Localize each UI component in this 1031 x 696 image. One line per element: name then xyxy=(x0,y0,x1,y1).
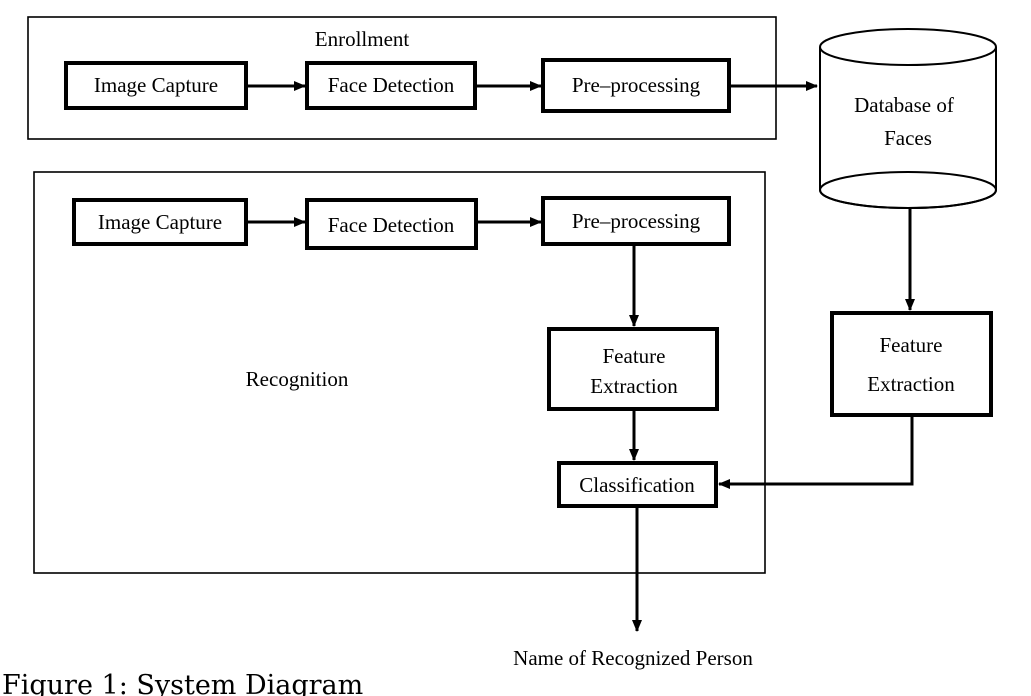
enroll-image-capture-box xyxy=(64,61,248,110)
database-label-line2: Faces xyxy=(884,126,932,150)
recog-face-detection-label: Face Detection xyxy=(328,213,455,237)
figure-caption: Figure 1: System Diagram xyxy=(2,670,363,696)
recog-image-capture-box xyxy=(72,198,248,246)
database-label-line1: Database of xyxy=(854,93,954,117)
recognition-title: Recognition xyxy=(246,367,349,391)
enrollment-title: Enrollment xyxy=(315,27,410,51)
enroll-face-detection-label: Face Detection xyxy=(328,73,455,97)
db-feature-extraction-line2: Extraction xyxy=(867,372,955,396)
enroll-preprocessing-label: Pre–processing xyxy=(572,73,701,97)
enroll-image-capture-label: Image Capture xyxy=(94,73,218,97)
recog-face-detection-box xyxy=(305,198,478,250)
recog-feature-extraction-line1: Feature xyxy=(603,344,666,368)
db-feature-extraction-line1: Feature xyxy=(880,333,943,357)
arrow-db-feature-classification xyxy=(718,415,914,489)
recog-image-capture-label: Image Capture xyxy=(98,210,222,234)
database-cylinder xyxy=(819,28,997,209)
db-feature-extraction-box xyxy=(830,311,993,417)
classification-label: Classification xyxy=(579,473,695,497)
recog-feature-extraction-box xyxy=(547,327,719,411)
recog-preprocessing-box xyxy=(541,196,731,246)
classification-box xyxy=(557,461,718,508)
recog-feature-extraction-line2: Extraction xyxy=(590,374,678,398)
enroll-face-detection-box xyxy=(305,61,477,110)
output-label: Name of Recognized Person xyxy=(513,646,753,670)
recog-preprocessing-label: Pre–processing xyxy=(572,209,701,233)
